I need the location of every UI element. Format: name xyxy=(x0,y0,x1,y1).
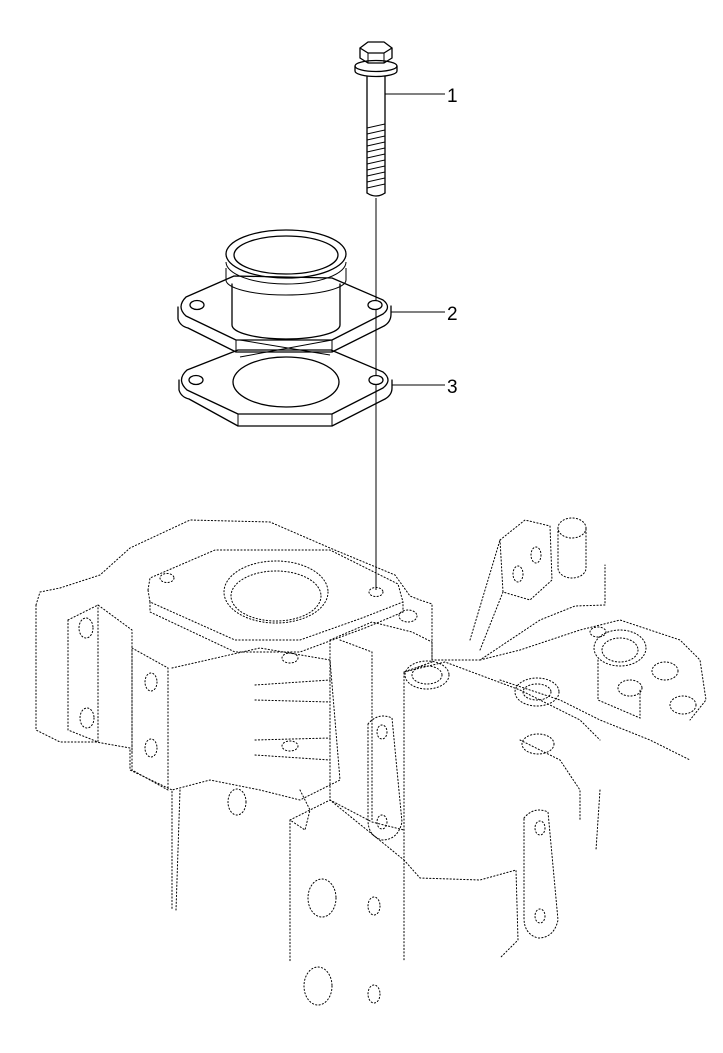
callout-number: 3 xyxy=(447,377,458,398)
pipe-adapter-part-2[interactable] xyxy=(177,229,392,353)
bolt-thread-lines xyxy=(366,123,386,189)
callout-2: 2 xyxy=(391,304,458,325)
callout-3: 3 xyxy=(392,377,458,398)
callout-number: 1 xyxy=(447,86,458,107)
engine-housing-outline xyxy=(35,517,707,1006)
bolt-part-1[interactable] xyxy=(354,41,398,197)
assembly-axis-lines xyxy=(239,198,377,590)
callout-1: 1 xyxy=(385,86,458,107)
callout-number: 2 xyxy=(447,304,458,325)
gasket-part-3[interactable] xyxy=(178,349,393,427)
